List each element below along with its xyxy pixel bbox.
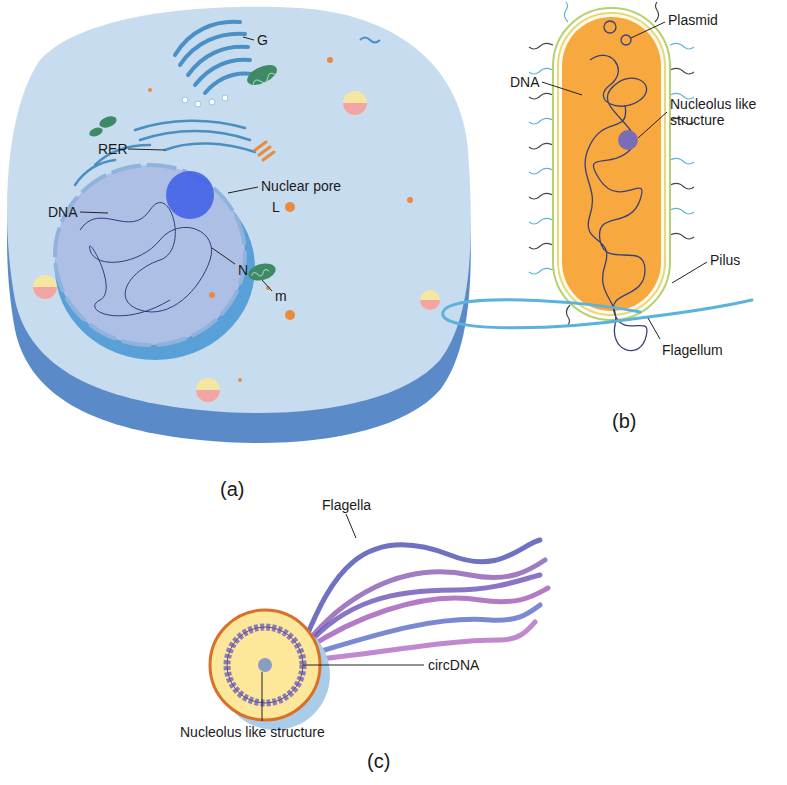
filament: [360, 38, 380, 43]
lysosomes: [148, 57, 413, 382]
part-label: G: [257, 32, 268, 48]
circular-dna-core: [227, 627, 303, 703]
part-label: Nuclear pore: [261, 178, 341, 194]
part-label: DNA: [48, 204, 78, 220]
cell-top: [7, 7, 471, 413]
leader-lines-b: [542, 22, 707, 339]
vesicles-small: [182, 95, 228, 107]
nucleolus-like-structure: [618, 130, 638, 150]
cytoplasm: [562, 17, 661, 311]
centriole: [255, 142, 274, 160]
nuclear-dna: [80, 203, 212, 316]
part-label: Nucleolus like structure: [180, 724, 325, 740]
circular-dna: [227, 627, 303, 703]
mitochondria: [88, 61, 280, 283]
part-label: Flagellum: [662, 342, 723, 358]
nucleolus: [166, 171, 214, 219]
part-label: Nucleolus like structure: [670, 96, 778, 128]
part-label: RER: [98, 141, 128, 157]
secretory-vesicles: [33, 91, 440, 402]
part-label: Pilus: [710, 252, 740, 268]
golgi: [175, 22, 252, 93]
panel-letter: (c): [367, 750, 390, 773]
nucleus: [55, 165, 245, 345]
part-label: Flagella: [322, 497, 371, 513]
eukaryotic-cell: [7, 7, 471, 443]
part-label: m: [275, 288, 287, 304]
bacterium: [443, 2, 752, 351]
pili: [529, 2, 694, 325]
part-label: L: [272, 199, 280, 215]
leader-lines-a: [80, 37, 272, 291]
part-label: Plasmid: [668, 12, 718, 28]
plasmid: [621, 35, 631, 45]
capsule: [553, 8, 670, 320]
leader-lines-c: [262, 514, 424, 721]
nucleolus-like-structure: [258, 658, 272, 672]
flagellum: [443, 300, 752, 328]
panel-letter: (b): [612, 410, 636, 433]
flagella: [305, 540, 548, 660]
archaeon: [210, 540, 548, 730]
part-label: DNA: [510, 74, 540, 90]
plasmid: [604, 21, 616, 33]
part-label: N: [238, 262, 248, 278]
part-label: circDNA: [428, 657, 479, 673]
panel-letter: (a): [220, 478, 244, 501]
